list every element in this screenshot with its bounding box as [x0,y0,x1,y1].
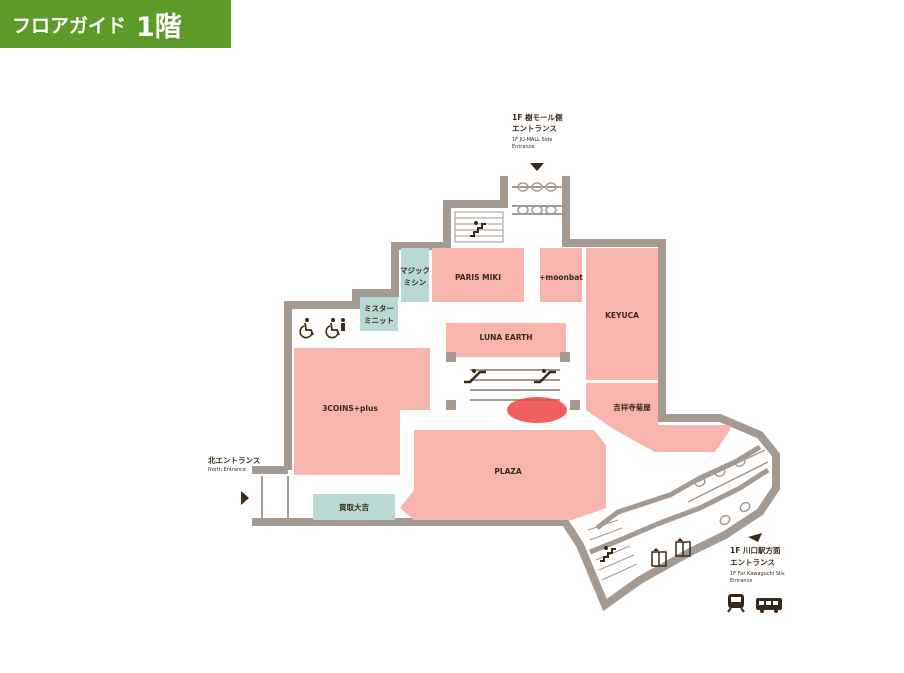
label-magic-mishin-1: マジック [400,265,430,275]
wheelchair-icon [299,318,314,339]
outer-wall [284,176,508,330]
label-magic-mishin-2: ミシン [404,278,427,287]
shop-keyuca[interactable] [586,248,658,380]
top-entrance-label-1: 1F 樹モール側 [512,112,563,122]
shop-kichijoji[interactable] [586,383,730,452]
shop-moonbat[interactable] [540,248,582,302]
escalator-up-icon [464,369,486,384]
station-entrance-doors [679,449,769,526]
top-entrance-arrow-icon [530,163,544,171]
top-entrance-doors [512,182,562,215]
label-mister-minit-1: ミスター [364,303,394,313]
station-entrance-label-2: エントランス [730,558,775,567]
label-moonbat: +moonbat [539,273,583,282]
current-location-marker [507,397,567,423]
station-entrance-arrow-icon [748,533,762,542]
north-entrance-arrow-icon [241,491,249,505]
label-paris-miki: PARIS MIKI [455,273,501,282]
pillar [560,352,570,362]
north-entrance-label-en: North Entrance [208,467,246,473]
shop-magic-mishin[interactable] [401,248,429,302]
elevator-icon [651,548,667,567]
station-entrance-label-en-2: Entrance [730,578,752,584]
label-kaitori: 買取大吉 [339,502,369,512]
label-mister-minit-2: ミニット [364,316,394,325]
top-entrance-label-2: エントランス [512,124,557,133]
escalator-down-icon [534,369,556,384]
north-entrance-label: 北エントランス [208,455,260,465]
stairs-icon [470,221,486,237]
pillar [446,400,456,410]
floor-guide-title: フロアガイド [12,14,127,37]
pillar [446,352,456,362]
station-entrance-label-en-1: 1F For Kawaguchi Sta. [730,571,786,577]
top-entrance-label-en-1: 1F JU-MALL Side [512,137,552,143]
shop-mister-minit[interactable] [360,297,398,331]
inner-wall [595,444,762,530]
shop-paris-miki[interactable] [432,248,524,302]
top-entrance-label-en-2: Entrance [512,144,534,150]
shop-luna-earth[interactable] [446,323,566,357]
pillar [570,400,580,410]
wheelchair-restroom-icon [325,318,345,339]
label-luna-earth: LUNA EARTH [479,333,532,342]
label-keyuca: KEYUCA [605,311,639,320]
shop-kaitori[interactable] [313,494,395,520]
shop-plaza[interactable] [400,430,606,520]
stairs-bottom [587,519,638,581]
bus-icon [756,598,782,613]
stairs-icon [600,546,616,562]
floor-number: 1階 [136,11,182,43]
label-plaza: PLAZA [494,467,522,476]
elevator-icon [675,538,691,557]
station-entrance-label-1: 1F 川口駅方面 [730,545,781,555]
label-3coins: 3COINS+plus [322,404,378,413]
inner-wall-2 [589,467,770,555]
shop-3coins[interactable] [294,348,430,475]
outer-wall-right [252,176,780,612]
train-icon [727,594,745,613]
label-kichijoji: 吉祥寺菊屋 [613,402,651,412]
floor-guide-header: フロアガイド 1階 [0,0,231,48]
